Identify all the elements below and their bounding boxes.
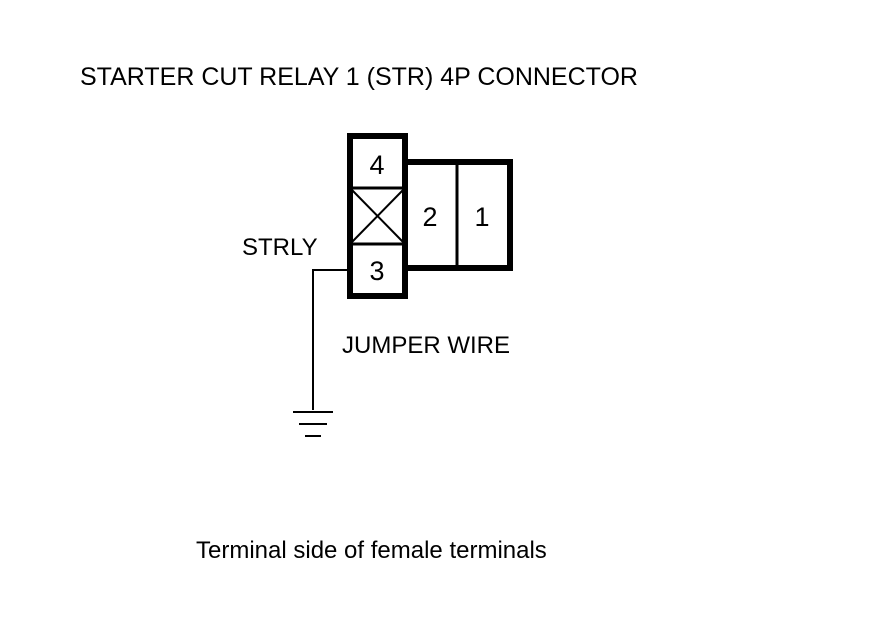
pin-4-label: 4 xyxy=(369,150,384,180)
diagram-title: STARTER CUT RELAY 1 (STR) 4P CONNECTOR xyxy=(80,63,638,91)
connector-body xyxy=(347,133,513,299)
jumper-wire-label: JUMPER WIRE xyxy=(342,332,510,359)
pin-2-label: 2 xyxy=(422,202,437,232)
ground-icon xyxy=(293,411,333,437)
x-cross-icon xyxy=(351,189,404,243)
pin-1-label: 1 xyxy=(474,202,489,232)
jumper-wire-line xyxy=(312,269,350,410)
pin-3-label: 3 xyxy=(369,256,384,286)
connector-left-column xyxy=(347,133,408,299)
wire-label-strly: STRLY xyxy=(242,234,318,261)
diagram-caption: Terminal side of female terminals xyxy=(196,537,547,564)
